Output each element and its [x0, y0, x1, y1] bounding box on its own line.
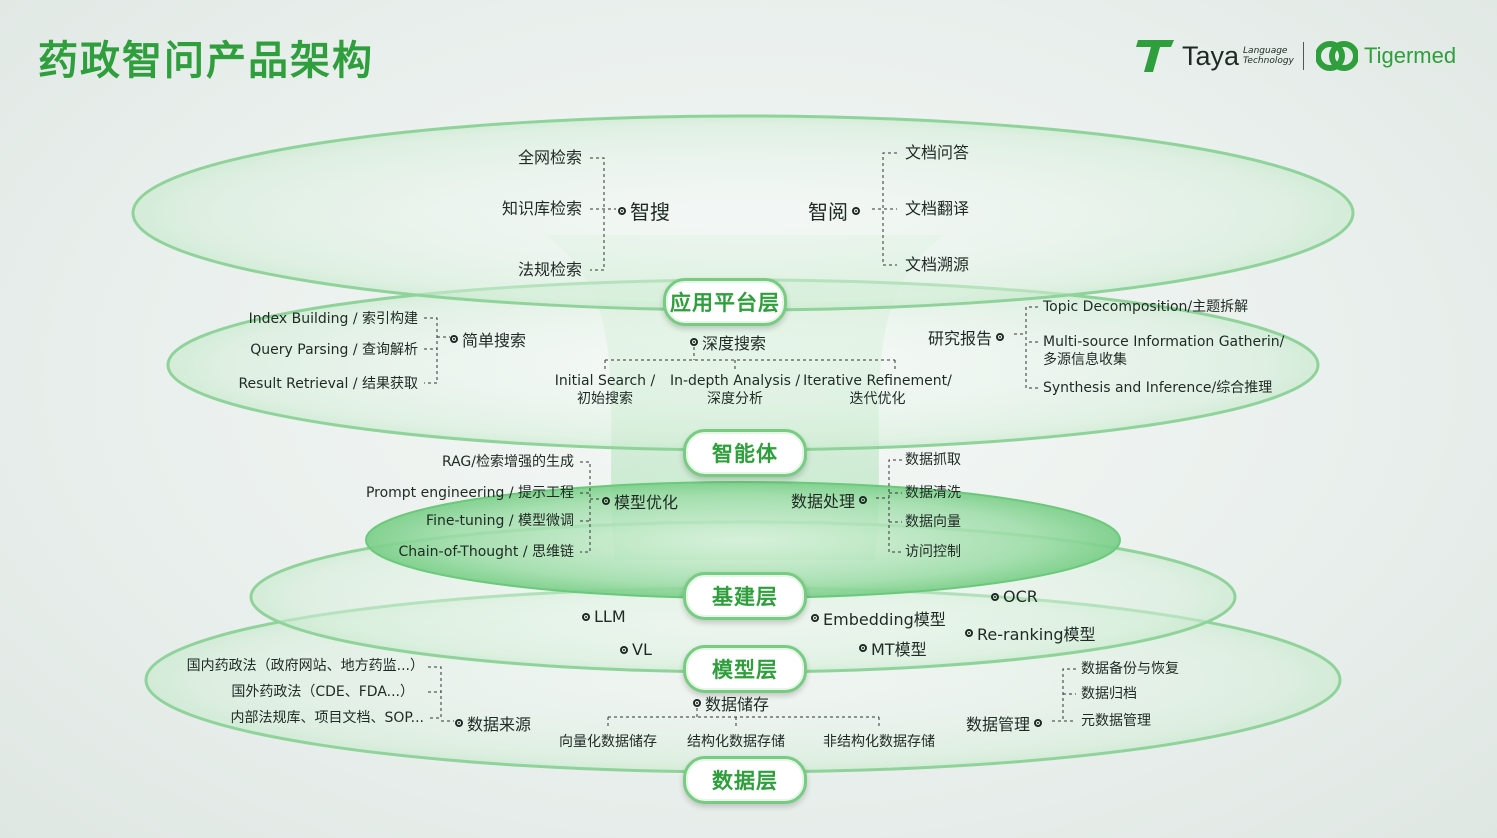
data-source-item-1: 国内药政法（政府网站、地方药监...） — [186, 658, 424, 674]
node-dot-icon — [1034, 719, 1043, 727]
simple-search-item-3: Result Retrieval / 结果获取 — [238, 376, 418, 392]
data-storage-item-2: 结构化数据存储 — [687, 734, 785, 750]
node-dot-icon — [618, 206, 626, 215]
app-read-item-3: 文档溯源 — [905, 255, 970, 274]
node-dot-icon — [996, 333, 1005, 341]
model-item-mt: MT模型 — [855, 636, 927, 660]
layer-badge-agent: 智能体 — [683, 429, 807, 477]
node-dot-icon — [693, 699, 701, 707]
model-opt-item-4: Chain-of-Thought / 思维链 — [398, 544, 574, 560]
deep-search-item-1: Initial Search / 初始搜索 — [554, 373, 656, 407]
data-proc-item-2: 数据清洗 — [905, 485, 961, 501]
node-dot-icon — [852, 206, 860, 215]
app-search-item-3: 法规检索 — [517, 260, 582, 279]
model-opt-node: 模型优化 — [598, 489, 678, 513]
smart-search-node: 智搜 — [614, 196, 670, 225]
data-source-item-3: 内部法规库、项目文档、SOP... — [230, 710, 424, 726]
tigermed-wordmark: Tigermed — [1364, 43, 1457, 68]
smart-read-node: 智阅 — [808, 196, 864, 225]
deep-search-item-3: Iterative Refinement/ 迭代优化 — [803, 373, 952, 407]
taya-t-icon — [1136, 40, 1174, 72]
data-mgmt-item-1: 数据备份与恢复 — [1081, 661, 1179, 677]
taya-logo: Taya Language Technology — [1136, 36, 1294, 76]
research-report-item-1: Topic Decomposition/主题拆解 — [1043, 299, 1249, 315]
node-dot-icon — [811, 614, 819, 622]
data-mgmt-item-2: 数据归档 — [1081, 686, 1137, 702]
app-read-item-1: 文档问答 — [905, 143, 970, 162]
data-mgmt-item-3: 元数据管理 — [1081, 713, 1151, 729]
node-dot-icon — [965, 629, 973, 637]
model-opt-item-3: Fine-tuning / 模型微调 — [426, 513, 574, 529]
node-dot-icon — [859, 644, 867, 652]
simple-search-node: 简单搜索 — [446, 327, 526, 351]
research-report-item-2: Multi-source Information Gatherin/ 多源信息收… — [1043, 334, 1285, 368]
app-search-item-1: 全网检索 — [517, 148, 582, 167]
page-title: 药政智问产品架构 — [38, 38, 374, 84]
node-dot-icon — [582, 612, 590, 621]
node-dot-icon — [991, 592, 999, 601]
research-report-item-3: Synthesis and Inference/综合推理 — [1043, 380, 1273, 396]
simple-search-item-2: Query Parsing / 查询解析 — [250, 342, 418, 358]
model-item-llm: LLM — [578, 607, 626, 626]
taya-wordmark: Taya — [1182, 40, 1240, 71]
model-opt-item-1: RAG/检索增强的生成 — [441, 454, 574, 470]
data-proc-item-3: 数据向量 — [905, 514, 961, 530]
data-proc-node: 数据处理 — [791, 488, 871, 512]
model-item-embedding: Embedding模型 — [807, 606, 946, 630]
node-dot-icon — [450, 335, 458, 343]
data-proc-item-1: 数据抓取 — [905, 452, 961, 468]
node-dot-icon — [859, 496, 868, 504]
deep-search-node: 深度搜索 — [686, 330, 766, 354]
simple-search-item-1: Index Building / 索引构建 — [248, 311, 418, 327]
model-item-reranking: Re-ranking模型 — [961, 621, 1096, 645]
node-dot-icon — [620, 645, 628, 654]
layer-badge-model: 模型层 — [683, 645, 807, 693]
model-item-vl: VL — [616, 640, 652, 659]
data-storage-node: 数据储存 — [689, 691, 769, 715]
research-report-node: 研究报告 — [928, 325, 1008, 349]
tigermed-mark-icon — [1316, 41, 1358, 71]
model-opt-item-2: Prompt engineering / 提示工程 — [365, 485, 574, 501]
layer-badge-data: 数据层 — [683, 756, 807, 804]
layer-badge-app: 应用平台层 — [663, 278, 787, 326]
deep-search-item-2: In-depth Analysis / 深度分析 — [669, 373, 801, 407]
data-storage-item-3: 非结构化数据存储 — [823, 734, 935, 750]
tigermed-logo: Tigermed — [1316, 36, 1456, 76]
layer-badge-infra: 基建层 — [683, 572, 807, 620]
data-source-node: 数据来源 — [451, 711, 531, 735]
data-source-item-2: 国外药政法（CDE、FDA...） — [231, 684, 414, 700]
node-dot-icon — [455, 719, 463, 727]
taya-subtitle: Language Technology — [1243, 46, 1294, 66]
app-search-item-2: 知识库检索 — [501, 199, 582, 218]
logo-divider — [1303, 42, 1304, 70]
data-proc-item-4: 访问控制 — [905, 544, 961, 560]
node-dot-icon — [602, 497, 610, 505]
model-item-ocr: OCR — [987, 587, 1038, 606]
data-mgmt-node: 数据管理 — [966, 711, 1046, 735]
app-read-item-2: 文档翻译 — [905, 199, 970, 218]
data-storage-item-1: 向量化数据储存 — [559, 734, 657, 750]
node-dot-icon — [690, 338, 698, 346]
